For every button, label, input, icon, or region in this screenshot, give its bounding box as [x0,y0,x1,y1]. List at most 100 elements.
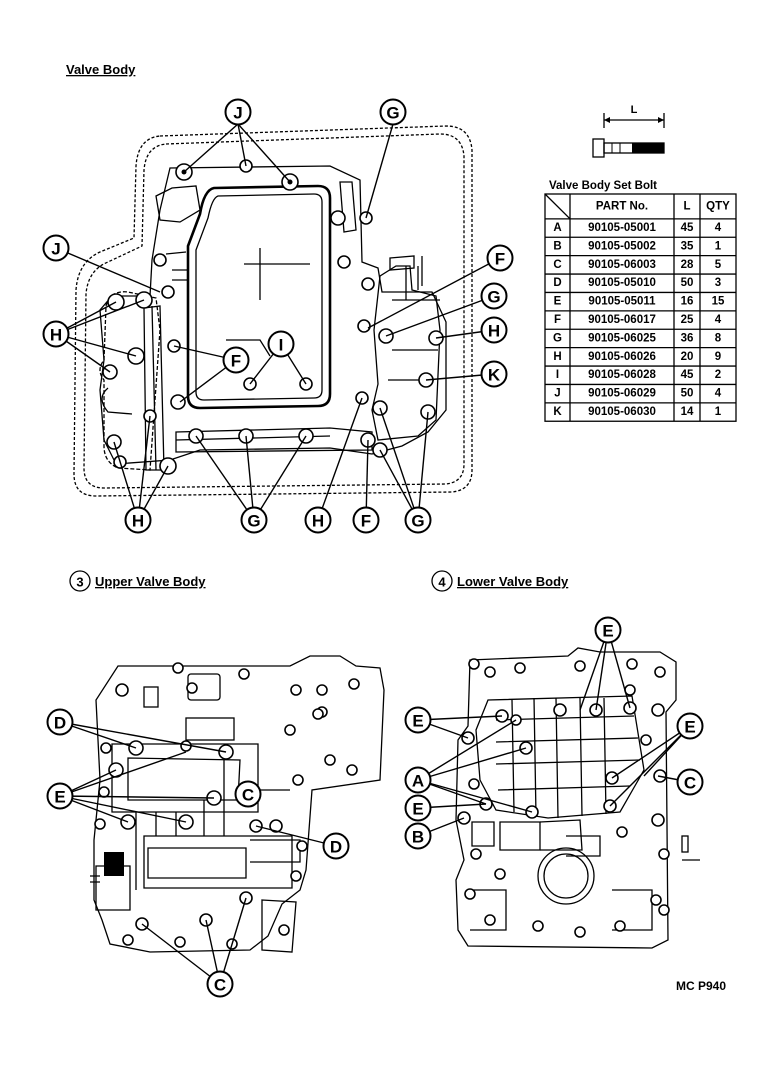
section-number-circle [69,570,91,592]
callout-letter: G [411,512,424,531]
bolt-hole [484,666,496,678]
callout-f: F [486,244,514,272]
callout-h: H [480,316,508,344]
callout-letter: E [602,622,613,641]
bolt-hole [316,684,328,696]
callout-letter: F [361,512,371,531]
quantity-cell: 15 [712,296,725,308]
callout-g: G [404,506,432,534]
bolt-key-cell: I [556,369,559,381]
leader-line [195,435,255,521]
callout-leader-lines [55,123,691,985]
callout-letter: I [279,336,284,355]
leader-line [255,825,337,847]
bolt-hole [330,210,346,226]
callout-circle [224,98,252,126]
bolt-hole [346,764,358,776]
callout-f: F [352,506,380,534]
length-cell: 28 [681,259,694,271]
callout-circle [352,506,380,534]
callout-f: F [222,346,250,374]
callout-letter: K [488,366,501,385]
leader-line [609,725,691,807]
callout-circle [46,708,74,736]
part-number-cell: 90105-06017 [588,314,656,326]
leader-line [59,795,215,799]
callout-circle [46,782,74,810]
quantity-cell: 2 [715,369,721,381]
callout-letter: C [684,774,696,793]
leader-line [417,779,533,813]
bolt-hole [614,920,626,932]
bolt-hole [324,754,336,766]
callout-circle [322,832,350,860]
part-number-cell: 90105-05001 [588,222,656,234]
bolt-hole [170,394,186,410]
section-number: 3 [76,575,83,590]
bolt-hole [468,658,480,670]
leader-line [113,441,139,521]
callout-letter: E [412,800,423,819]
bolt-hole [94,818,106,830]
callout-h: H [124,506,152,534]
callout-i: I [267,330,295,358]
bolt-hole [616,826,628,838]
callout-circle [234,780,262,808]
length-cell: 36 [681,332,694,344]
leader-line [55,247,161,293]
leader-line [59,751,187,797]
quantity-cell: 3 [715,277,721,289]
bolt-hole [484,914,496,926]
bolt-key-cell: H [553,351,561,363]
bolt-hole [284,724,296,736]
bolt-hole [361,277,375,291]
callout-letter: F [231,352,241,371]
callout-letter: H [50,326,62,345]
callout-b: B [404,822,432,850]
leader-line [137,415,151,521]
bolt-hole [574,660,586,672]
bolt-hole [186,682,198,694]
callout-letter: J [51,240,60,259]
bolt-hole [651,703,665,717]
leader-line [219,897,247,985]
callout-g: G [480,282,508,310]
callout-circle [304,506,332,534]
length-cell: 16 [681,296,694,308]
callout-circle [480,360,508,388]
leader-line [417,747,527,781]
bolt-hole [654,666,666,678]
callout-circle [42,234,70,262]
bolt-hole [626,658,638,670]
bolt-hole [494,868,506,880]
bolt-hole [290,684,302,696]
lower-valve-body-drawing [455,647,700,949]
leader-line [59,795,187,823]
part-number-cell: 90105-06028 [588,369,656,381]
callout-letter: G [247,512,260,531]
callout-letter: B [412,828,424,847]
bolt-hole [640,734,652,746]
callout-circle [379,98,407,126]
part-number-cell: 90105-05011 [588,296,656,308]
length-cell: 45 [681,222,694,234]
bolt-key-cell: J [554,388,560,400]
callout-a: A [404,766,432,794]
valve-body-bolt-holes [102,159,444,475]
callout-e: E [404,706,432,734]
leader-line [141,923,221,985]
bolt-key-cell: E [554,296,562,308]
bolt-hole [172,662,184,674]
quantity-cell: 4 [715,222,722,234]
part-number-cell: 90105-06003 [588,259,656,271]
part-number-cell: 90105-06025 [588,332,656,344]
drawing-code: MC P940 [676,979,726,993]
leader-line [365,123,394,219]
bolt-hole [100,742,112,754]
bolt-hole [296,840,308,852]
callout-c: C [234,780,262,808]
quantity-cell: 1 [715,240,722,252]
bolt-hole [122,934,134,946]
callout-j: J [42,234,70,262]
